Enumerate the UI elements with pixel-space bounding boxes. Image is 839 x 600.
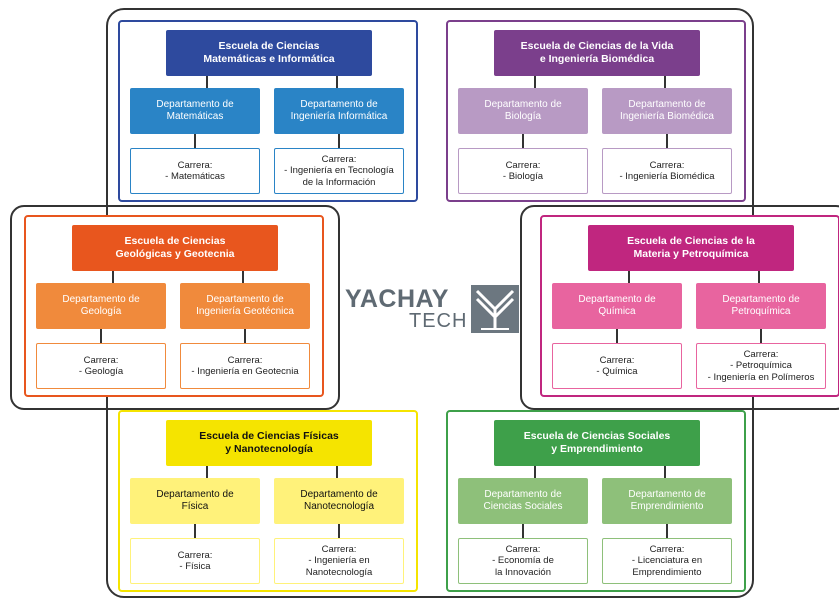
department-box: Departamento de Petroquímica [696,283,826,329]
career-box: Carrera: - Química [552,343,682,389]
connector-line [242,271,244,283]
career-box: Carrera: - Ingeniería en Nanotecnología [274,538,404,584]
connector-line [760,329,762,343]
career-box: Carrera: - Ingeniería en Geotecnia [180,343,310,389]
department-box: Departamento de Geología [36,283,166,329]
school-title: Escuela de Ciencias Geológicas y Geotecn… [72,225,278,271]
connector-line [112,271,114,283]
connector-line [194,134,196,148]
department-box: Departamento de Ingeniería Geotécnica [180,283,310,329]
connector-line [194,524,196,538]
career-box: Carrera: - Física [130,538,260,584]
connector-line [522,524,524,538]
department-box: Departamento de Ciencias Sociales [458,478,588,524]
connector-line [336,466,338,478]
career-box: Carrera: - Petroquímica - Ingeniería en … [696,343,826,389]
career-box: Carrera: - Ingeniería Biomédica [602,148,732,194]
career-box: Carrera: - Economía de la Innovación [458,538,588,584]
logo-mark-icon [471,285,519,333]
career-box: Carrera: - Matemáticas [130,148,260,194]
department-box: Departamento de Ingeniería Informática [274,88,404,134]
outer-frame-right [520,205,839,410]
department-box: Departamento de Ingeniería Biomédica [602,88,732,134]
career-box: Carrera: - Licenciatura en Emprendimient… [602,538,732,584]
department-box: Departamento de Física [130,478,260,524]
connector-line [100,329,102,343]
connector-line [522,134,524,148]
department-box: Departamento de Emprendimiento [602,478,732,524]
career-box: Carrera: - Ingeniería en Tecnología de l… [274,148,404,194]
connector-line [628,271,630,283]
connector-line [244,329,246,343]
school-title: Escuela de Ciencias de la Materia y Petr… [588,225,794,271]
connector-line [664,76,666,88]
connector-line [534,466,536,478]
school-title: Escuela de Ciencias Matemáticas e Inform… [166,30,372,76]
connector-line [758,271,760,283]
connector-line [206,76,208,88]
logo-yachay: YACHAY [345,285,449,313]
connector-line [206,466,208,478]
department-box: Departamento de Matemáticas [130,88,260,134]
department-box: Departamento de Química [552,283,682,329]
connector-line [336,76,338,88]
connector-line [664,466,666,478]
connector-line [338,524,340,538]
connector-line [666,134,668,148]
career-box: Carrera: - Biología [458,148,588,194]
career-box: Carrera: - Geología [36,343,166,389]
connector-line [338,134,340,148]
connector-line [666,524,668,538]
logo-tech: TECH [409,310,468,332]
school-title: Escuela de Ciencias de la Vida e Ingenie… [494,30,700,76]
department-box: Departamento de Nanotecnología [274,478,404,524]
connector-line [616,329,618,343]
school-title: Escuela de Ciencias Sociales y Emprendim… [494,420,700,466]
outer-frame-left [10,205,340,410]
department-box: Departamento de Biología [458,88,588,134]
school-title: Escuela de Ciencias Físicas y Nanotecnol… [166,420,372,466]
connector-line [534,76,536,88]
